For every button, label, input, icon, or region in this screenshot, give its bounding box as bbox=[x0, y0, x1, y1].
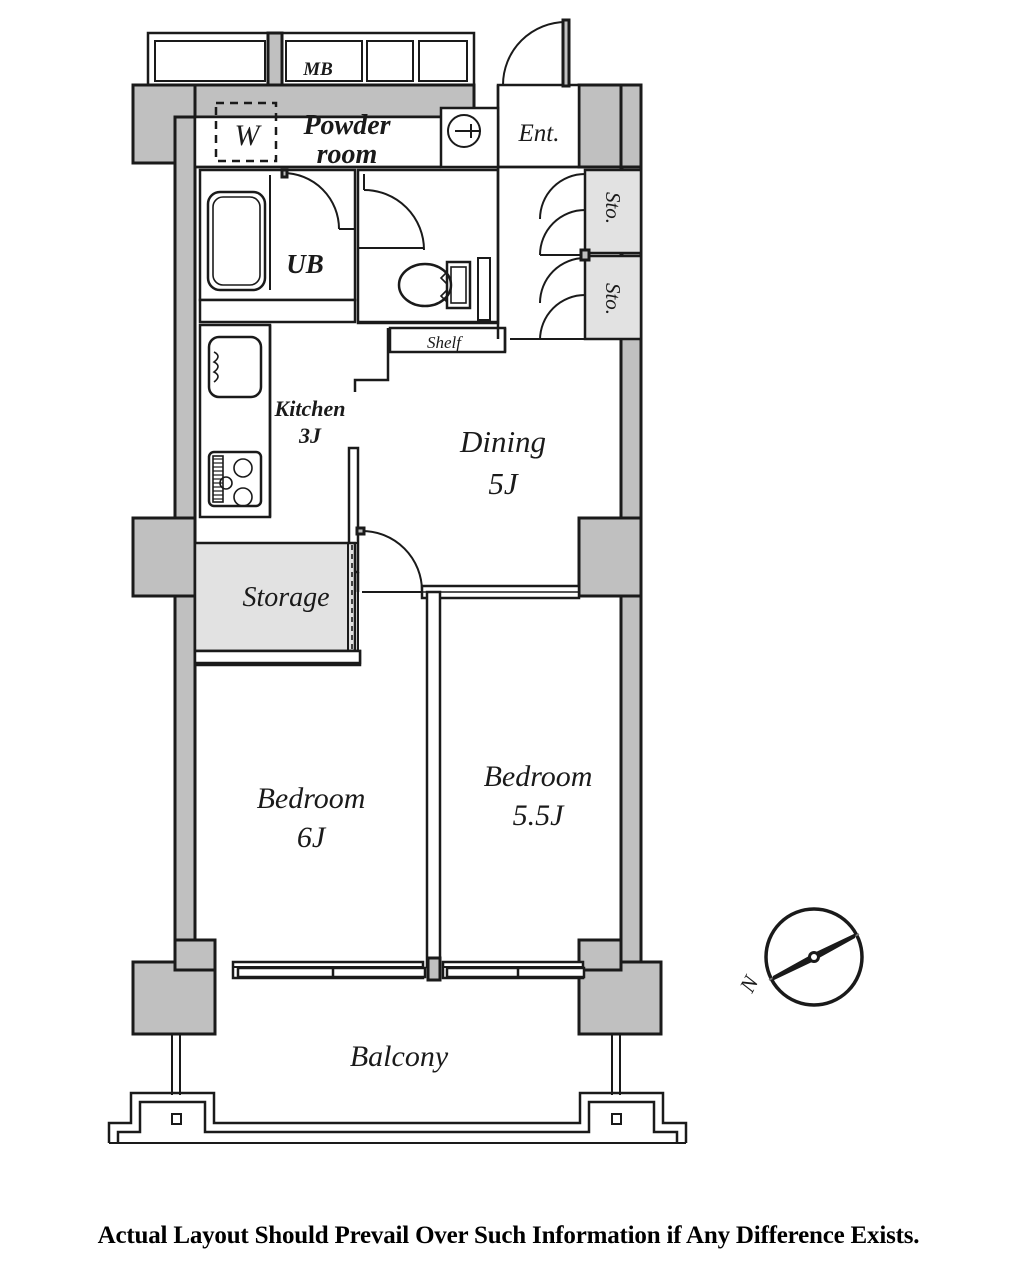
powder-room-area bbox=[193, 101, 500, 169]
label-bedroom-55j: Bedroom bbox=[484, 760, 593, 793]
label-dining-size: 5J bbox=[488, 466, 519, 501]
label-sto-upper: Sto. bbox=[601, 192, 625, 224]
compass-icon: N bbox=[734, 907, 864, 1007]
unit-bath-area bbox=[198, 168, 357, 324]
sink-basin-icon bbox=[455, 124, 481, 138]
label-bedroom-6j: Bedroom bbox=[257, 782, 366, 815]
balcony-outline bbox=[107, 1034, 688, 1144]
toilet-room-area bbox=[356, 168, 500, 325]
bedroom-partitions bbox=[193, 584, 581, 969]
label-powder-room-line2: room bbox=[317, 139, 378, 170]
entry-hall bbox=[496, 167, 507, 352]
bathtub-icon bbox=[206, 190, 267, 292]
toilet-icon bbox=[397, 260, 472, 310]
label-dining: Dining bbox=[459, 424, 546, 459]
label-mb: MB bbox=[302, 59, 333, 80]
dining-area bbox=[355, 526, 423, 593]
label-unit-bath: UB bbox=[286, 249, 324, 279]
label-balcony: Balcony bbox=[350, 1040, 449, 1073]
label-bedroom-55j-size: 5.5J bbox=[513, 799, 566, 832]
room-labels: MB W Powder room Ent. Sto. Sto. UB Shelf… bbox=[235, 59, 626, 1073]
label-shelf: Shelf bbox=[427, 333, 463, 352]
entrance-area bbox=[496, 18, 581, 169]
disclaimer-caption: Actual Layout Should Prevail Over Such I… bbox=[97, 1222, 920, 1249]
balcony-sliding-doors bbox=[231, 956, 586, 982]
label-storage: Storage bbox=[242, 582, 329, 613]
compass-north-label: N bbox=[734, 970, 764, 997]
kitchen-sink-icon bbox=[207, 335, 263, 399]
mb-cabinet-row bbox=[146, 31, 476, 87]
label-powder-room: Powder bbox=[302, 110, 391, 141]
kitchen-area bbox=[198, 323, 390, 574]
label-bedroom-6j-size: 6J bbox=[297, 821, 327, 854]
gas-stove-icon bbox=[207, 450, 263, 508]
label-sto-lower: Sto. bbox=[601, 283, 625, 315]
label-kitchen: Kitchen bbox=[274, 396, 346, 421]
storage-closets bbox=[510, 168, 643, 341]
label-washer: W bbox=[235, 119, 263, 152]
label-entrance: Ent. bbox=[518, 120, 560, 147]
label-kitchen-size: 3J bbox=[298, 423, 322, 448]
